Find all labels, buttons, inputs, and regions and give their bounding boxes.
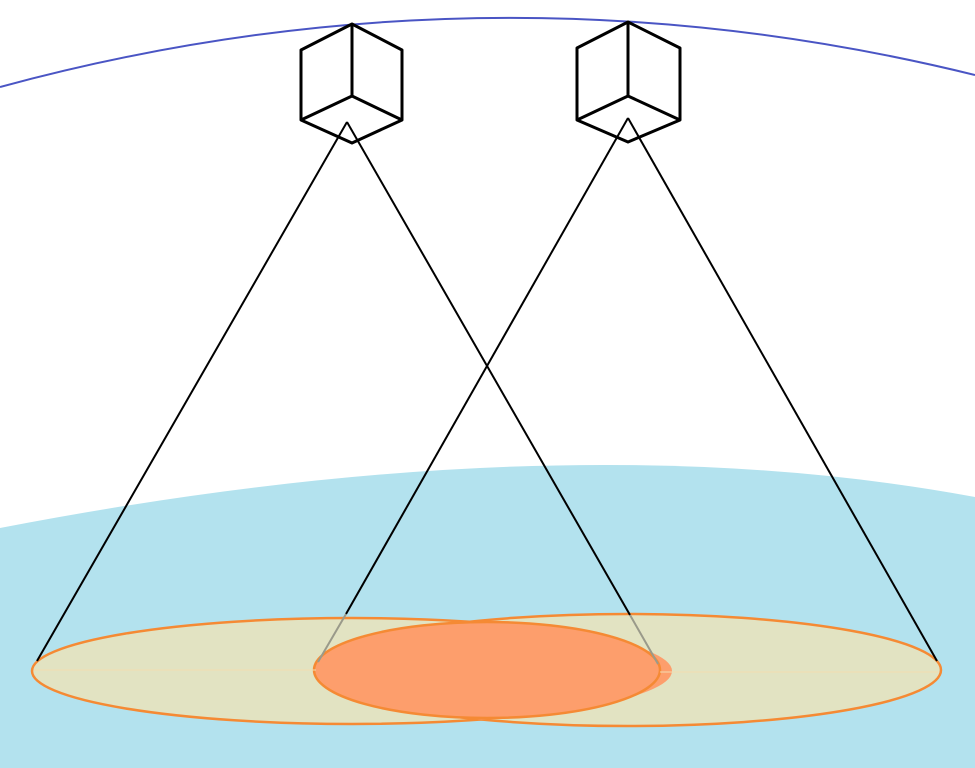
beam-left-inner	[346, 121, 631, 616]
beam-left-outer	[36, 121, 348, 662]
coverage-footprints	[30, 612, 943, 728]
satellite-right-cube-icon	[575, 20, 682, 144]
beam-left-inner-faint	[629, 614, 659, 665]
beam-right-inner-faint	[317, 613, 347, 663]
beam-right-outer	[627, 117, 938, 662]
beam-right-inner	[345, 117, 629, 615]
overlap-outline	[312, 620, 662, 720]
beam-lines	[36, 117, 938, 665]
orbit-arc	[0, 16, 975, 88]
satellite-left-cube-icon	[299, 22, 404, 145]
earth-surface	[0, 464, 975, 768]
